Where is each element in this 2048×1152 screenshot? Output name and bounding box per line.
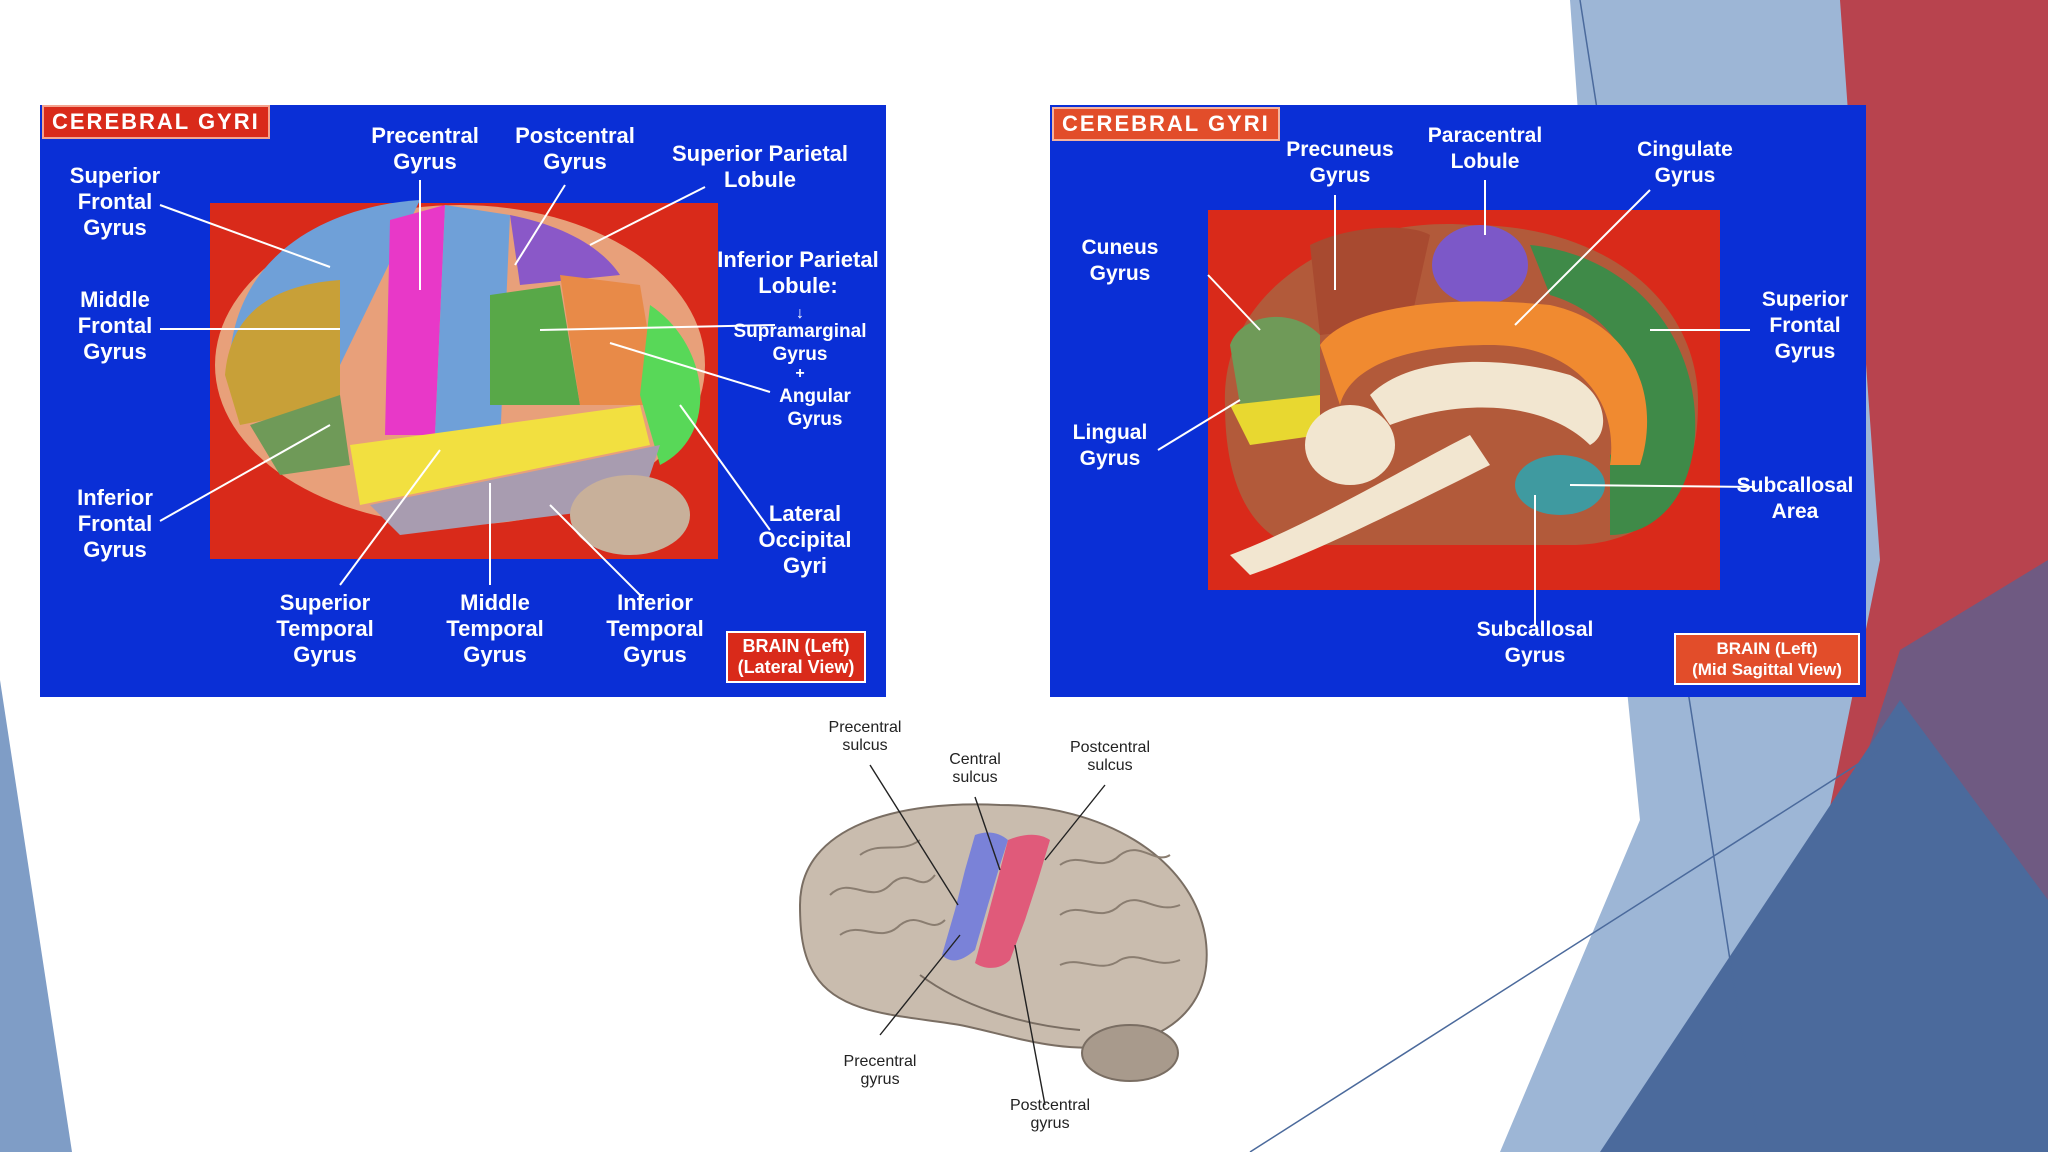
sagittal-view-caption: BRAIN (Left) (Mid Sagittal View)	[1674, 633, 1860, 685]
sagittal-view-panel: CEREBRAL GYRI Precuneus Gyrus Paracentra…	[1050, 105, 1866, 697]
label-cuneus-gyrus: Cuneus Gyrus	[1081, 236, 1159, 285]
sagittal-brain-illustration	[1157, 180, 1756, 625]
lateral-brain-sulci-illustration	[798, 764, 1208, 1106]
label-postcentral-gyrus: Postcentral Gyrus	[515, 123, 635, 174]
label-precentral-gyrus: Precentral gyrus	[843, 1053, 917, 1088]
label-superior-frontal-gyrus: Superior Frontal Gyrus	[69, 163, 161, 240]
bg-dark-blue-shape	[1600, 700, 2048, 1152]
lateral-brain-illustration	[159, 180, 776, 596]
label-precentral-gyrus: Precentral Gyrus	[371, 123, 479, 174]
label-inferior-frontal-gyrus: Inferior Frontal Gyrus	[77, 485, 153, 562]
label-superior-frontal-gyrus-medial: Superior Frontal Gyrus	[1761, 288, 1849, 363]
label-precentral-sulcus: Precentral sulcus	[828, 719, 902, 754]
label-arrow-down: ↓	[796, 305, 804, 322]
label-supramarginal-gyrus: Supramarginal Gyrus	[733, 321, 867, 365]
lateral-title-tag: CEREBRAL GYRI	[42, 105, 270, 139]
bg-thin-line	[1249, 749, 1881, 1152]
lateral-view-panel: CEREBRAL GYRI Superior Frontal Gyrus Mid…	[40, 105, 886, 697]
label-angular-gyrus: Angular Gyrus	[779, 386, 851, 430]
label-central-sulcus: Central sulcus	[949, 751, 1001, 786]
label-postcentral-gyrus: Postcentral gyrus	[1009, 1097, 1091, 1132]
label-plus: +	[795, 365, 805, 382]
sulci-diagram: Precentral sulcus Central sulcus Postcen…	[760, 705, 1240, 1145]
bg-left-blue-shape	[0, 680, 72, 1152]
label-lingual-gyrus: Lingual Gyrus	[1072, 421, 1148, 470]
label-subcallosal-gyrus: Subcallosal Gyrus	[1476, 618, 1594, 667]
lateral-view-caption: BRAIN (Left) (Lateral View)	[726, 631, 866, 683]
label-precuneus-gyrus: Precuneus Gyrus	[1286, 138, 1394, 187]
label-middle-temporal-gyrus: Middle Temporal Gyrus	[446, 590, 544, 667]
label-inferior-parietal-lobule: Inferior Parietal Lobule:	[717, 247, 879, 298]
label-subcallosal-area: Subcallosal Area	[1736, 474, 1854, 523]
label-superior-parietal-lobule: Superior Parietal Lobule	[671, 141, 849, 192]
label-middle-frontal-gyrus: Middle Frontal Gyrus	[77, 287, 153, 364]
label-cingulate-gyrus: Cingulate Gyrus	[1637, 138, 1733, 187]
label-postcentral-sulcus: Postcentral sulcus	[1069, 739, 1151, 774]
label-superior-temporal-gyrus: Superior Temporal Gyrus	[276, 590, 374, 667]
label-paracentral-lobule: Paracentral Lobule	[1427, 124, 1543, 173]
label-lateral-occipital-gyri: Lateral Occipital Gyri	[758, 501, 852, 578]
label-inferior-temporal-gyrus: Inferior Temporal Gyrus	[606, 590, 704, 667]
sagittal-title-tag: CEREBRAL GYRI	[1052, 107, 1280, 141]
